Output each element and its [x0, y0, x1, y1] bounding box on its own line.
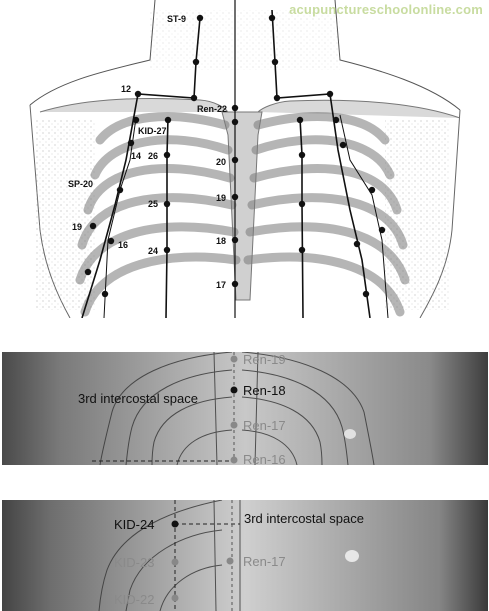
kidney-channel-left	[165, 117, 169, 318]
point-st10-left[interactable]	[192, 58, 200, 66]
label-16: 16	[118, 240, 128, 250]
shading-right	[385, 120, 450, 310]
point-st14-left[interactable]	[127, 139, 135, 147]
clavicle-right	[257, 99, 461, 119]
watermark: acupunctureschoolonline.com	[289, 2, 483, 17]
point-kid25-right[interactable]	[298, 200, 306, 208]
ribs-right	[243, 112, 410, 317]
ribcage-diagram: acupunctureschoolonline.com	[29, 0, 483, 318]
label-3rd-intercostal-space: 3rd intercostal space	[78, 391, 198, 406]
chest-photo-kid-drawing: KID-24 3rd intercostal space KID-23 Ren-…	[2, 500, 488, 611]
label-st9: ST-9	[167, 14, 186, 24]
chest-photo-drawing: Ren-19 Ren-18 3rd intercostal space Ren-…	[2, 352, 488, 465]
photo-background	[2, 500, 488, 611]
point-st12-right[interactable]	[326, 90, 334, 98]
point-sp18-left[interactable]	[84, 268, 92, 276]
label-26: 26	[148, 151, 158, 161]
point-kid26-left[interactable]	[163, 151, 171, 159]
photo-background	[2, 352, 488, 465]
chest-photo-ren: Ren-19 Ren-18 3rd intercostal space Ren-…	[2, 352, 488, 465]
label-sp20: SP-20	[68, 179, 93, 189]
point-kid22[interactable]	[171, 594, 179, 602]
point-ren19[interactable]	[231, 193, 239, 201]
point-st16-left[interactable]	[107, 237, 115, 245]
kidney-channel-right	[299, 117, 304, 318]
point-ren18[interactable]	[231, 236, 239, 244]
label-19-sp: 19	[72, 222, 82, 232]
acupoints-panel1	[84, 14, 386, 298]
point-kid27-left[interactable]	[164, 116, 172, 124]
ribs-left	[75, 112, 241, 317]
stomach-channel-left	[81, 17, 201, 318]
point-ren17[interactable]	[231, 280, 239, 288]
point-ren22[interactable]	[231, 104, 239, 112]
label-18: 18	[216, 236, 226, 246]
label-14: 14	[131, 151, 141, 161]
point-ren20[interactable]	[231, 156, 239, 164]
label-ren17: Ren-17	[243, 554, 286, 569]
label-ren22: Ren-22	[197, 104, 227, 114]
point-sp19-right[interactable]	[378, 226, 386, 234]
point-st11-left[interactable]	[190, 94, 198, 102]
point-sp20-left[interactable]	[116, 186, 124, 194]
label-12: 12	[121, 84, 131, 94]
point-st16-right[interactable]	[353, 240, 361, 248]
point-sp20-right[interactable]	[368, 186, 376, 194]
nipple	[345, 550, 359, 562]
point-kid24[interactable]	[171, 520, 179, 528]
rib-outlines-photo2	[99, 352, 375, 465]
point-st17-left[interactable]	[101, 290, 109, 298]
point-kid24-left[interactable]	[163, 246, 171, 254]
shading-neck	[150, 10, 340, 70]
ribcage-drawing: ST-9 12 Ren-22 KID-27 14 26 20 SP-20 25 …	[29, 0, 461, 318]
point-ren17[interactable]	[226, 557, 234, 565]
label-kid24: KID-24	[114, 517, 154, 532]
label-17: 17	[216, 280, 226, 290]
point-st12-left[interactable]	[134, 90, 142, 98]
chest-photo-kid: KID-24 3rd intercostal space KID-23 Ren-…	[2, 500, 488, 611]
point-ren18[interactable]	[230, 386, 238, 394]
point-st10-right[interactable]	[271, 58, 279, 66]
point-st9-right[interactable]	[268, 14, 276, 22]
body-outline	[29, 0, 461, 111]
point-st13-left[interactable]	[132, 116, 140, 124]
label-kid22: KID-22	[114, 592, 154, 607]
shading-left	[35, 120, 95, 310]
point-st14-right[interactable]	[339, 141, 347, 149]
clavicle-left	[39, 98, 229, 113]
label-kid27: KID-27	[138, 126, 167, 136]
label-ren16: Ren-16	[243, 452, 286, 465]
point-sp19-left[interactable]	[89, 222, 97, 230]
label-25: 25	[148, 199, 158, 209]
point-st13-right[interactable]	[332, 116, 340, 124]
point-st17-right[interactable]	[362, 290, 370, 298]
nipple	[344, 429, 356, 439]
point-st9-left[interactable]	[196, 14, 204, 22]
point-kid24-right[interactable]	[298, 246, 306, 254]
rib-outlines-photo3	[98, 500, 241, 611]
point-kid25-left[interactable]	[163, 200, 171, 208]
point-ren16[interactable]	[230, 456, 238, 464]
label-19-ren: 19	[216, 193, 226, 203]
label-ren19: Ren-19	[243, 352, 286, 367]
label-ren17: Ren-17	[243, 418, 286, 433]
point-kid26-right[interactable]	[298, 151, 306, 159]
label-ren18: Ren-18	[243, 383, 286, 398]
point-ren17[interactable]	[230, 421, 238, 429]
point-kid27-right[interactable]	[296, 116, 304, 124]
label-kid23: KID-23	[114, 555, 154, 570]
point-st11-right[interactable]	[273, 94, 281, 102]
spleen-channel-right	[339, 114, 389, 318]
point-ren21[interactable]	[231, 118, 239, 126]
label-20: 20	[216, 157, 226, 167]
point-kid23[interactable]	[171, 558, 179, 566]
point-ren19[interactable]	[230, 355, 238, 363]
label-3rd-intercostal-space: 3rd intercostal space	[244, 511, 364, 526]
label-24: 24	[148, 246, 158, 256]
